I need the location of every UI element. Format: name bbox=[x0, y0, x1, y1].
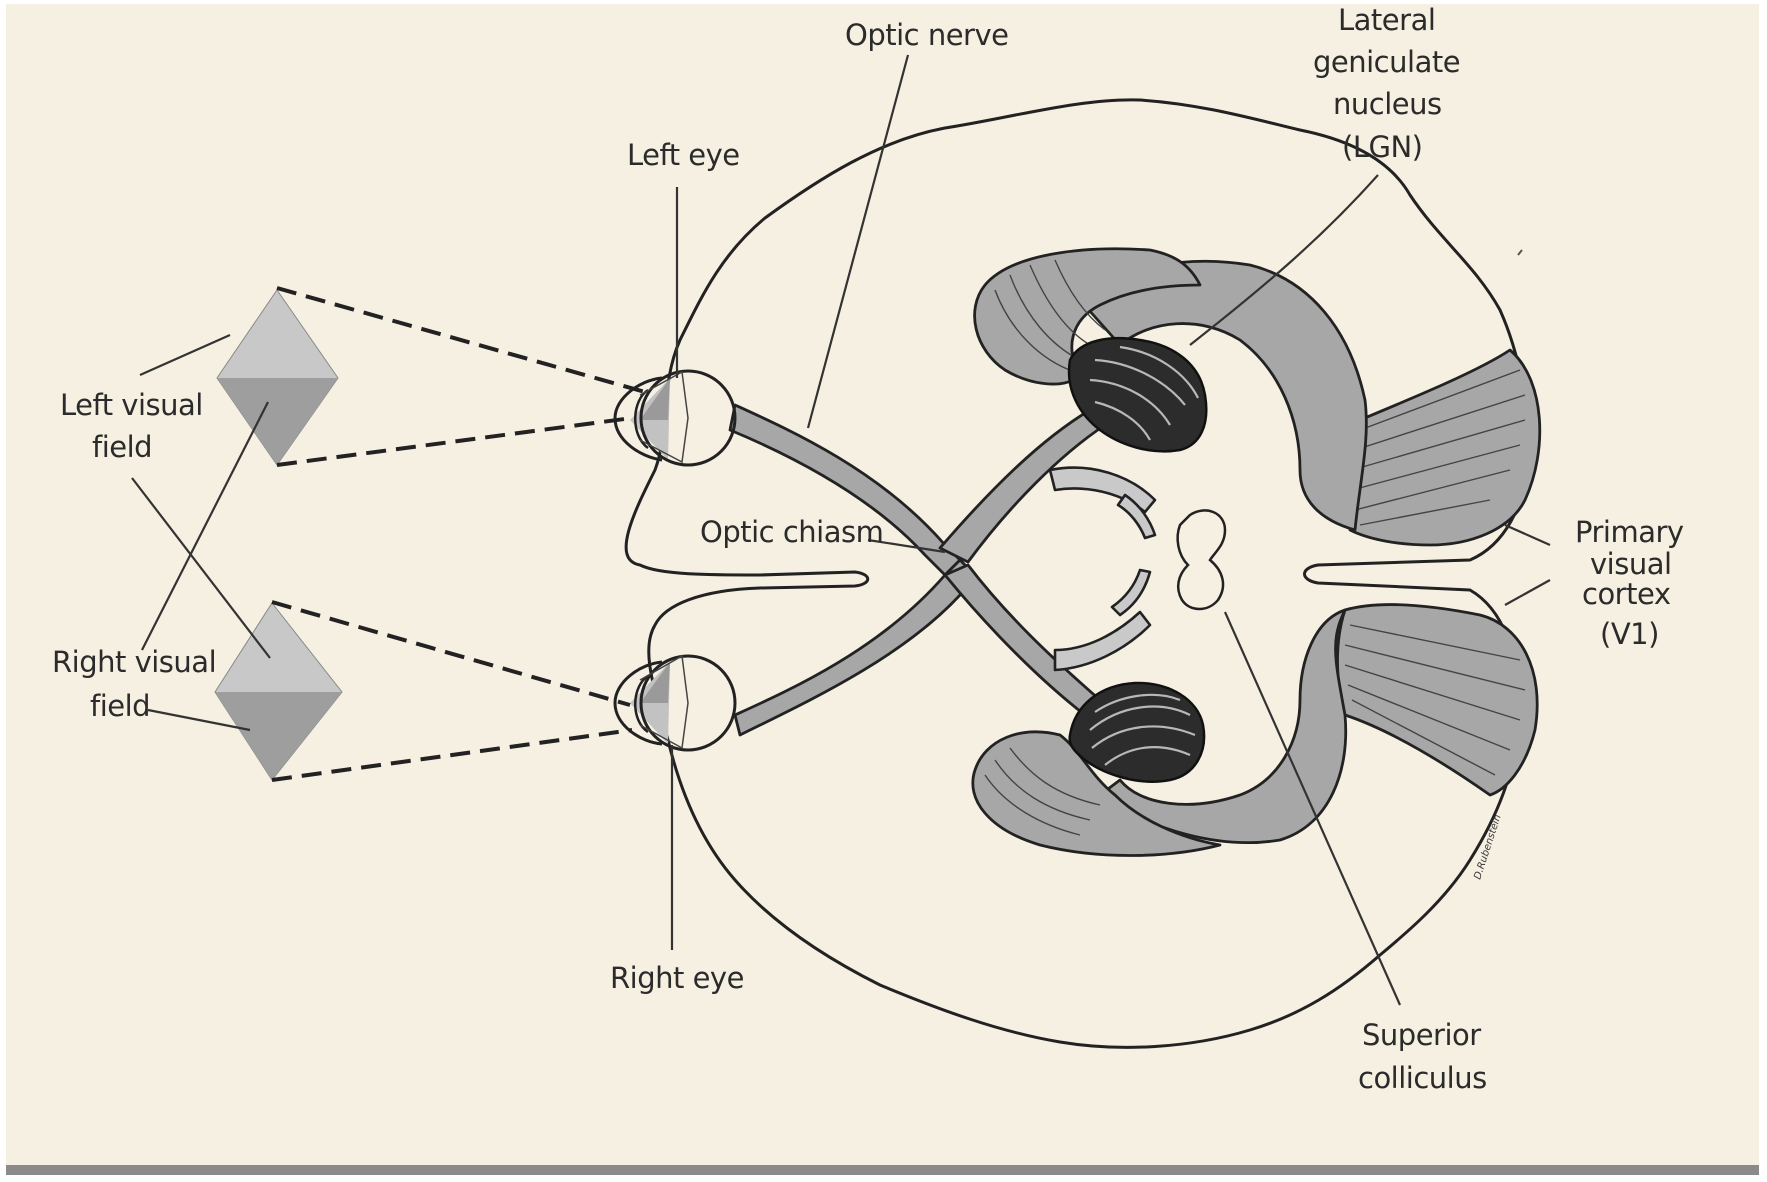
label-lgn-line4: (LGN) bbox=[1342, 130, 1422, 164]
label-v1-line1: Primary bbox=[1575, 515, 1684, 549]
label-v1-line2: visual bbox=[1590, 547, 1672, 581]
label-right-visual-field-line2: field bbox=[90, 689, 150, 723]
page-bottom-shadow bbox=[6, 1165, 1759, 1175]
label-superior-colliculus-line1: Superior bbox=[1362, 1018, 1481, 1052]
label-lgn-line2: geniculate bbox=[1313, 45, 1460, 79]
label-left-visual-field-line1: Left visual bbox=[60, 388, 203, 422]
label-optic-nerve: Optic nerve bbox=[845, 18, 1008, 52]
label-lgn-line3: nucleus bbox=[1333, 87, 1442, 121]
label-left-eye: Left eye bbox=[627, 138, 740, 172]
label-superior-colliculus-line2: colliculus bbox=[1358, 1061, 1487, 1095]
label-right-eye: Right eye bbox=[610, 961, 744, 995]
label-optic-chiasm: Optic chiasm bbox=[700, 515, 883, 549]
label-v1-line3: cortex bbox=[1582, 577, 1671, 611]
label-lgn-line1: Lateral bbox=[1338, 3, 1435, 37]
paper-background bbox=[6, 4, 1759, 1172]
label-left-visual-field-line2: field bbox=[92, 430, 152, 464]
label-right-visual-field-line1: Right visual bbox=[52, 645, 216, 679]
label-v1-line4: (V1) bbox=[1600, 617, 1659, 651]
